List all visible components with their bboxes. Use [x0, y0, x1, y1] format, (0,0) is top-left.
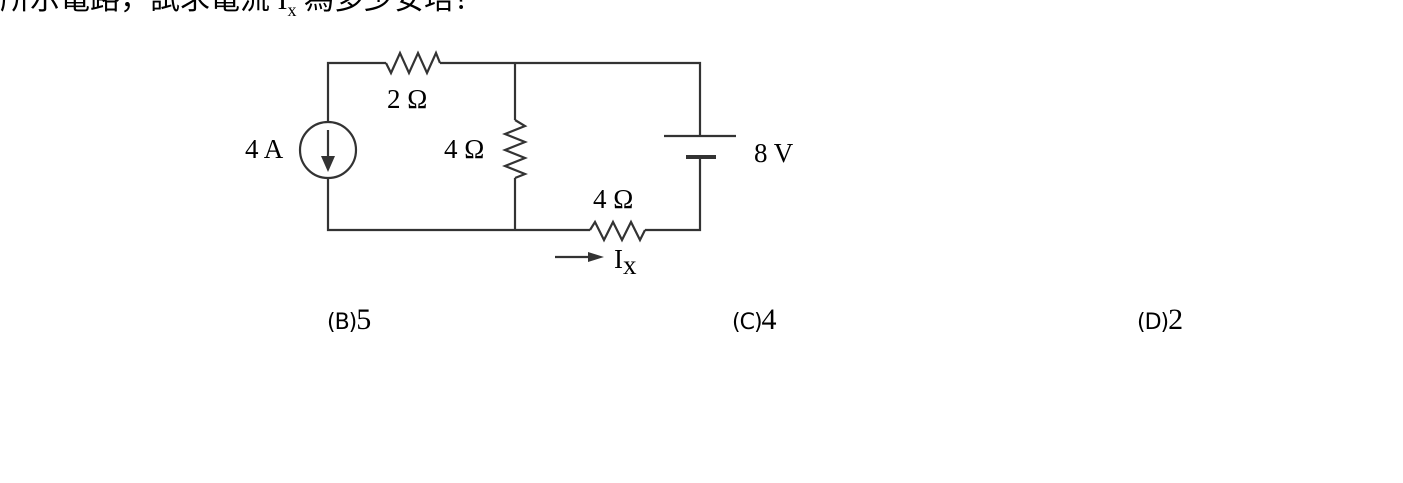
- resistor-bottom: [589, 219, 646, 243]
- resistor-middle: [502, 119, 528, 180]
- battery-label: 8 V: [754, 138, 794, 168]
- question-text-before: 所示電路，試求電流 I: [0, 0, 288, 16]
- wire-top: [440, 61, 702, 136]
- resistor-middle-label: 4 Ω: [444, 134, 484, 164]
- battery: [664, 134, 736, 159]
- wire-left-lower: [326, 178, 515, 232]
- current-source-label: 4 A: [245, 134, 284, 164]
- current-arrow: [555, 252, 604, 262]
- resistor-top: [385, 50, 442, 76]
- resistor-top-label: 2 Ω: [387, 84, 427, 114]
- option-d-letter: (D): [1137, 310, 1169, 335]
- option-b[interactable]: (B)5: [327, 302, 371, 341]
- question-text: 所示電路，試求電流 Ix 為多少安培？: [0, 0, 484, 28]
- resistor-bottom-label: 4 Ω: [593, 184, 633, 214]
- wire-left-upper: [326, 61, 386, 122]
- question-text-after: 為多少安培？: [297, 0, 484, 16]
- option-c[interactable]: (C)4: [732, 302, 777, 341]
- wire-right-lower: [645, 158, 702, 232]
- option-d[interactable]: (D)2: [1137, 302, 1183, 341]
- option-d-value: 2: [1168, 303, 1184, 336]
- option-c-value: 4: [761, 303, 777, 336]
- current-label: Ix: [614, 244, 637, 280]
- current-source: [298, 120, 358, 180]
- question-current-subscript: x: [287, 0, 297, 20]
- option-c-letter: (C): [732, 310, 763, 335]
- option-b-letter: (B): [327, 310, 357, 335]
- option-b-value: 5: [356, 303, 372, 336]
- current-label-main: I: [614, 244, 623, 274]
- current-label-subscript: x: [623, 250, 637, 280]
